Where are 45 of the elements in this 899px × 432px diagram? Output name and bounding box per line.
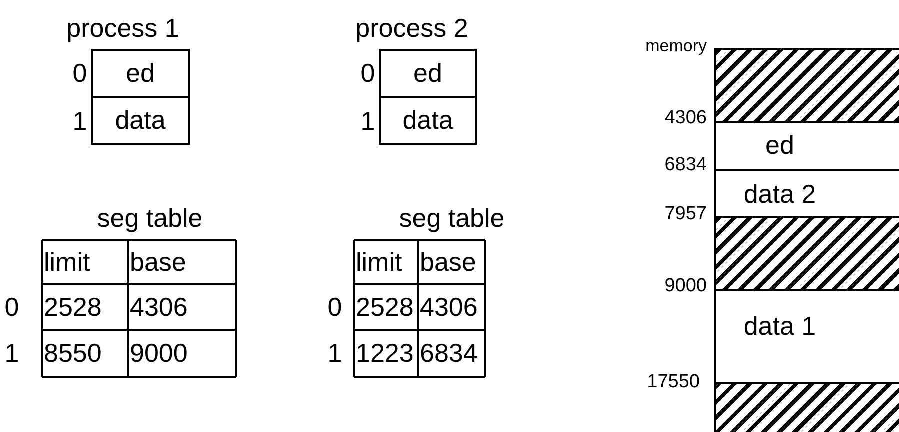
free-memory-block xyxy=(714,382,899,432)
free-memory-block xyxy=(714,216,899,291)
table-title: seg table xyxy=(97,205,203,231)
table-cell: 9000 xyxy=(130,340,188,366)
row-number: 1 xyxy=(4,340,20,366)
table-cell: 4306 xyxy=(420,294,478,320)
table-header: base xyxy=(130,249,186,275)
segment-name: ed xyxy=(126,58,155,89)
segment-cell xyxy=(379,49,477,98)
row-number: 0 xyxy=(4,294,20,320)
table-cell: 8550 xyxy=(44,340,102,366)
table-cell: 1223 xyxy=(356,340,414,366)
process-title: process 2 xyxy=(356,15,468,41)
table-title: seg table xyxy=(399,205,505,231)
memory-segment xyxy=(714,121,899,171)
segment-cell xyxy=(379,96,477,145)
table-cell: 4306 xyxy=(130,294,188,320)
segment-number: 0 xyxy=(72,60,88,86)
table-header: base xyxy=(420,249,476,275)
table-header: limit xyxy=(44,249,90,275)
table-cell: 6834 xyxy=(420,340,478,366)
segment-name: data 2 xyxy=(744,179,816,210)
segment-name: ed xyxy=(414,58,442,89)
row-number: 1 xyxy=(328,340,342,366)
segment-name: data xyxy=(402,105,454,136)
table-cell: 2528 xyxy=(356,294,414,320)
table-cell: 2528 xyxy=(44,294,102,320)
address-label: 9000 xyxy=(664,276,707,296)
segment-cell xyxy=(91,49,190,98)
segment-number: 1 xyxy=(360,108,376,134)
segment-number: 1 xyxy=(72,108,88,134)
process-title: process 1 xyxy=(66,15,180,41)
segment-cell xyxy=(91,96,190,145)
address-label: 17550 xyxy=(647,372,700,392)
segment-name: data xyxy=(115,105,166,136)
segment-number: 0 xyxy=(360,60,376,86)
memory-label: memory xyxy=(646,38,707,54)
segment-name: data 1 xyxy=(744,311,816,342)
address-label: 7957 xyxy=(664,204,707,224)
address-label: 4306 xyxy=(664,108,707,128)
table-header: limit xyxy=(356,249,402,275)
address-label: 6834 xyxy=(664,156,707,174)
free-memory-block xyxy=(714,48,899,123)
segment-name: ed xyxy=(766,130,794,160)
row-number: 0 xyxy=(328,294,342,320)
